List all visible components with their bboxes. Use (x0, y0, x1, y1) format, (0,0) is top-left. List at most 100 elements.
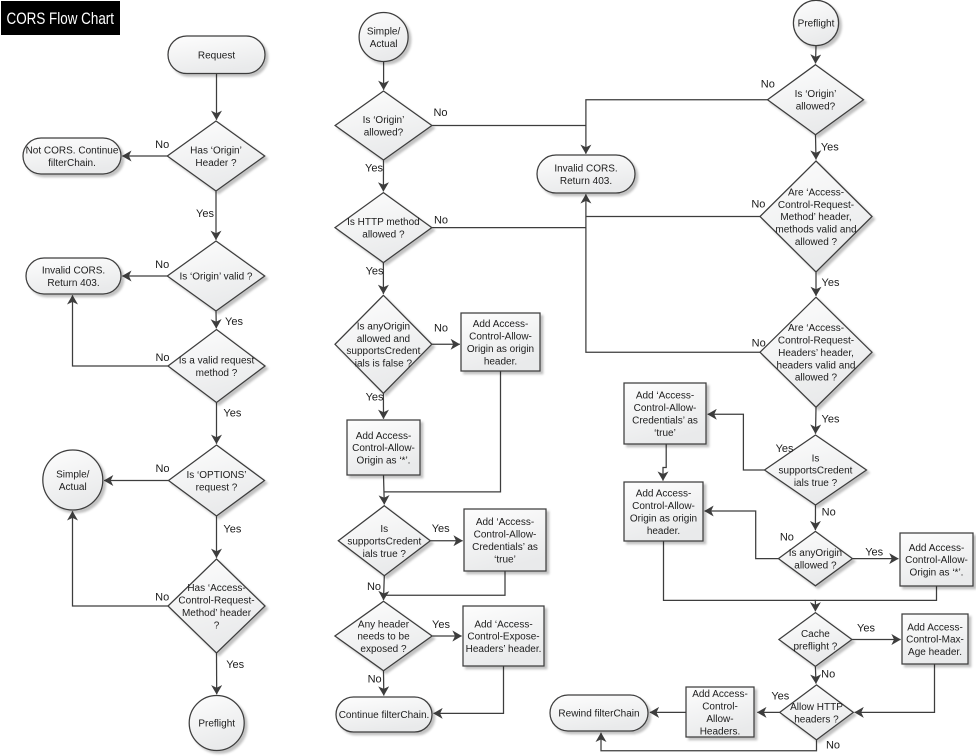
svg-text:No: No (821, 668, 835, 680)
svg-text:Add Access-: Add Access- (692, 689, 748, 700)
svg-text:Add ‘Access-: Add ‘Access- (476, 517, 534, 528)
svg-text:allowed ?: allowed ? (362, 230, 405, 241)
svg-text:Add Access-: Add Access- (636, 489, 692, 500)
svg-text:‘true’: ‘true’ (654, 428, 676, 439)
svg-text:Yes: Yes (366, 265, 384, 277)
svg-text:allowed?: allowed? (796, 102, 836, 113)
svg-text:Are ‘Access-: Are ‘Access- (788, 187, 844, 198)
svg-text:request ?: request ? (196, 482, 238, 493)
svg-text:Is ‘Origin’ valid ?: Is ‘Origin’ valid ? (180, 272, 253, 283)
svg-text:Is ‘Origin’: Is ‘Origin’ (363, 115, 405, 126)
svg-text:methods valid and: methods valid and (775, 225, 856, 236)
svg-text:Yes: Yes (776, 443, 794, 455)
svg-text:headers valid and: headers valid and (777, 360, 856, 371)
svg-text:supportsCredent: supportsCredent (779, 466, 853, 477)
svg-text:No: No (826, 739, 840, 751)
svg-text:supportsCredent: supportsCredent (346, 346, 420, 357)
svg-text:Origin as origin: Origin as origin (467, 344, 534, 355)
svg-text:Simple/: Simple/ (56, 470, 90, 481)
svg-text:Preflight: Preflight (798, 19, 835, 30)
svg-text:Control-Request-: Control-Request- (778, 200, 854, 211)
svg-text:No: No (822, 507, 836, 519)
svg-text:Any header: Any header (358, 619, 410, 630)
svg-text:Yes: Yes (432, 619, 450, 631)
svg-text:Yes: Yes (771, 691, 789, 703)
svg-text:Yes: Yes (365, 163, 383, 175)
svg-text:CORS Flow Chart: CORS Flow Chart (7, 9, 115, 28)
svg-text:No: No (368, 673, 382, 685)
svg-text:Control-Max-: Control-Max- (906, 635, 964, 646)
svg-text:?: ? (214, 620, 220, 631)
svg-text:Control-Allow-: Control-Allow- (474, 530, 537, 541)
svg-text:Is a valid request: Is a valid request (179, 356, 255, 367)
svg-text:ials is false ?: ials is false ? (355, 359, 413, 370)
svg-text:Preflight: Preflight (198, 719, 235, 730)
svg-text:ials true ?: ials true ? (363, 549, 407, 560)
svg-text:No: No (155, 352, 169, 364)
svg-text:Yes: Yes (366, 392, 384, 404)
svg-text:Method’ header,: Method’ header, (780, 212, 851, 223)
svg-text:No: No (761, 79, 775, 91)
svg-text:Cache: Cache (801, 629, 830, 640)
svg-text:Age header.: Age header. (908, 647, 962, 658)
svg-text:Credentials’ as: Credentials’ as (632, 415, 698, 426)
svg-text:Origin as ‘*’.: Origin as ‘*’. (357, 456, 411, 467)
svg-text:needs to be: needs to be (357, 632, 410, 643)
svg-text:Yes: Yes (223, 408, 241, 420)
svg-text:Is: Is (380, 524, 388, 535)
svg-text:Return 403.: Return 403. (560, 176, 612, 187)
svg-text:Headers’ header,: Headers’ header, (778, 348, 854, 359)
svg-text:‘true’: ‘true’ (494, 554, 516, 565)
svg-text:No: No (434, 323, 448, 335)
svg-text:Add Access-: Add Access- (909, 543, 965, 554)
svg-text:header.: header. (484, 356, 517, 367)
svg-text:Is anyOrigin: Is anyOrigin (789, 548, 842, 559)
svg-text:Yes: Yes (226, 659, 244, 671)
svg-text:Control-Allow-: Control-Allow- (352, 443, 415, 454)
svg-text:allowed and: allowed and (357, 334, 410, 345)
svg-text:Are ‘Access-: Are ‘Access- (788, 323, 844, 334)
svg-text:Add Access-: Add Access- (907, 622, 963, 633)
svg-text:No: No (434, 215, 448, 227)
svg-text:Allow-: Allow- (706, 714, 733, 725)
svg-text:Simple/: Simple/ (367, 27, 401, 38)
svg-text:No: No (155, 259, 169, 271)
svg-text:Control-Request-: Control-Request- (178, 596, 254, 607)
svg-text:Has ‘Access-: Has ‘Access- (187, 583, 245, 594)
svg-text:Origin as ‘*’.: Origin as ‘*’. (910, 568, 964, 579)
svg-text:Continue filterChain.: Continue filterChain. (339, 710, 430, 721)
svg-text:No: No (367, 581, 381, 593)
svg-text:Actual: Actual (370, 39, 398, 50)
svg-text:No: No (752, 338, 766, 350)
svg-text:No: No (780, 532, 794, 544)
svg-text:Yes: Yes (196, 208, 214, 220)
svg-text:Invalid CORS.: Invalid CORS. (554, 164, 617, 175)
svg-text:Headers.: Headers. (700, 726, 741, 737)
svg-text:Is ‘Origin’: Is ‘Origin’ (795, 89, 837, 100)
svg-text:exposed ?: exposed ? (360, 644, 407, 655)
svg-text:supportsCredent: supportsCredent (347, 536, 421, 547)
svg-text:No: No (433, 107, 447, 119)
svg-text:Has ‘Origin’: Has ‘Origin’ (190, 146, 242, 157)
svg-text:Allow HTTP: Allow HTTP (790, 702, 843, 713)
svg-text:Yes: Yes (432, 523, 450, 535)
svg-text:Yes: Yes (821, 141, 839, 153)
svg-text:No: No (155, 591, 169, 603)
svg-text:Return 403.: Return 403. (47, 278, 99, 289)
svg-text:Yes: Yes (857, 622, 875, 634)
svg-text:Headers’ header.: Headers’ header. (466, 644, 542, 655)
svg-text:Control-Allow-: Control-Allow- (632, 501, 695, 512)
svg-text:Add ‘Access-: Add ‘Access- (474, 619, 532, 630)
svg-text:Invalid CORS.: Invalid CORS. (42, 266, 105, 277)
svg-text:Control-Request-: Control-Request- (778, 336, 854, 347)
svg-text:No: No (751, 199, 765, 211)
svg-text:Yes: Yes (822, 277, 840, 289)
svg-text:Add Access-: Add Access- (473, 319, 529, 330)
svg-text:allowed?: allowed? (364, 127, 404, 138)
svg-text:Not CORS. Continue: Not CORS. Continue (26, 146, 119, 157)
svg-text:allowed ?: allowed ? (795, 237, 838, 248)
svg-text:Yes: Yes (865, 546, 883, 558)
svg-text:Origin as origin: Origin as origin (630, 513, 697, 524)
svg-text:No: No (155, 463, 169, 475)
svg-text:Method’ header: Method’ header (182, 608, 252, 619)
